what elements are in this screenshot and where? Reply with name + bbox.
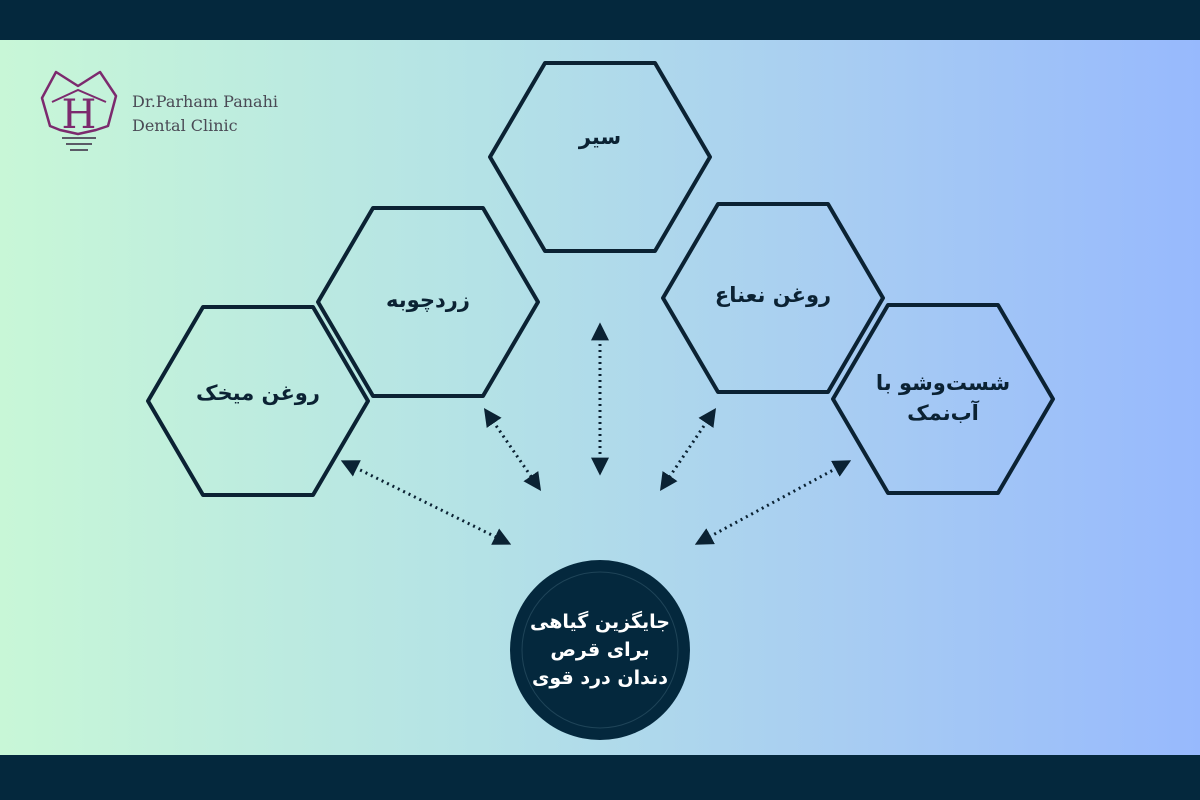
top-bar <box>0 0 1200 40</box>
hexagon-label-seer: سیر <box>578 125 622 149</box>
hexagon-seer <box>488 61 712 253</box>
hexagon-roghan-naana <box>661 202 885 394</box>
center-title: جایگزین گیاهی برای قرص دندان درد قوی <box>510 608 690 692</box>
connector-roghan-naana <box>659 408 717 491</box>
clinic-logo-icon: H <box>40 70 118 151</box>
center-title-line-1: جایگزین گیاهی <box>529 611 670 633</box>
clinic-name: Dr.Parham Panahi Dental Clinic <box>132 90 278 138</box>
connector-zardchoobeh <box>483 408 542 491</box>
clinic-name-line-2: Dental Clinic <box>132 116 238 135</box>
hexagon-shosteshoo <box>831 303 1055 495</box>
connector-shosteshoo <box>694 460 852 545</box>
hexagon-label-roghan-mikhak: روغن میخک <box>196 381 320 405</box>
center-title-line-3: دندان درد قوی <box>531 667 669 689</box>
hexagon-label-zardchoobeh: زردچوبه <box>386 288 470 312</box>
center-circle-inner-ring <box>521 571 679 729</box>
connector-roghan-mikhak <box>340 460 512 545</box>
center-circle <box>510 560 690 740</box>
logo-letter: H <box>62 92 97 138</box>
hexagon-roghan-mikhak <box>146 305 370 497</box>
hexagon-label-shosteshoo: شست‌وشو با آب‌نمک <box>875 371 1011 425</box>
hexagon-label-roghan-naana: روغن نعناع <box>714 283 832 307</box>
hexagon-zardchoobeh <box>316 206 540 398</box>
bottom-bar <box>0 755 1200 800</box>
center-title-line-2: برای قرص <box>550 639 650 661</box>
clinic-name-line-1: Dr.Parham Panahi <box>132 92 278 111</box>
